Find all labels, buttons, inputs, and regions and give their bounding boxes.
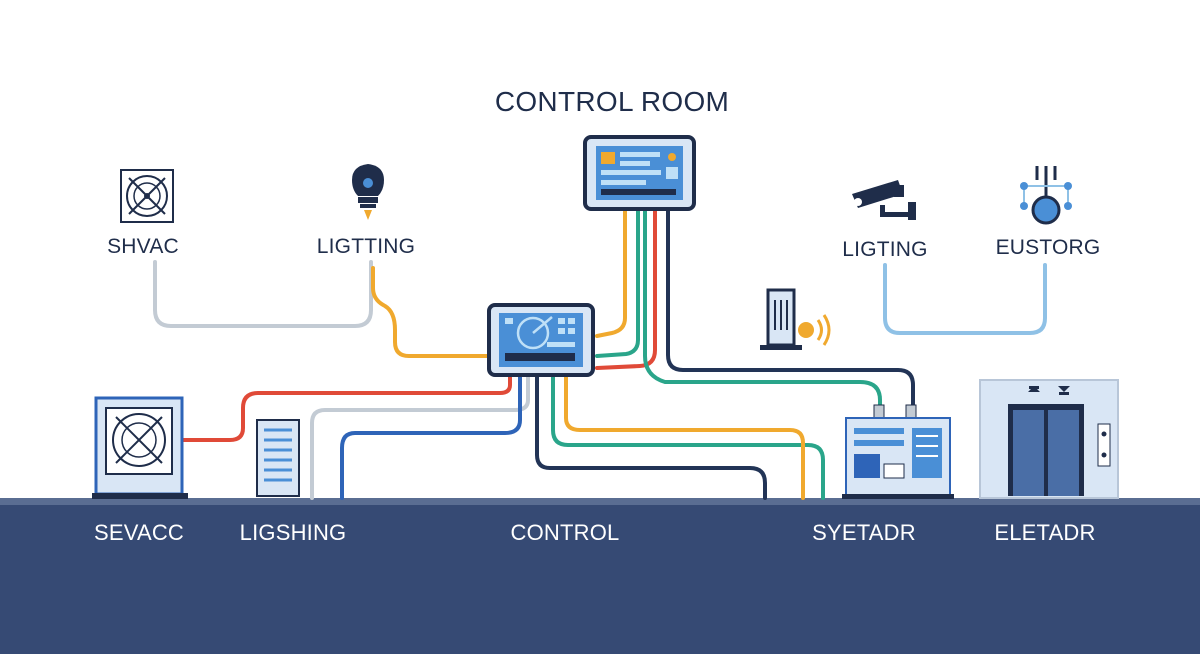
cable-navy-down xyxy=(535,373,767,500)
lighting-right-top-label: LIGTING xyxy=(842,238,928,261)
hvac-top-label: SHVAC xyxy=(107,235,179,258)
cable-orange-down xyxy=(564,373,805,500)
wireless-router-icon xyxy=(760,288,831,350)
floor-band xyxy=(0,503,1200,654)
diagram-title: CONTROL ROOM xyxy=(494,86,730,117)
central-panel-icon xyxy=(487,303,595,377)
lighting-bottom-label: LIGSHING xyxy=(239,520,347,545)
cable-gray-lighting xyxy=(310,373,530,500)
fan-icon xyxy=(120,169,174,223)
security-camera-icon xyxy=(852,180,916,220)
elevator-icon xyxy=(979,379,1119,499)
control-panel-icon xyxy=(583,135,696,211)
light-bulb-icon xyxy=(352,164,384,220)
system-bottom-label: SYETADR xyxy=(812,520,916,545)
hvac-unit-icon xyxy=(92,396,188,499)
network-storage-icon xyxy=(1020,166,1072,225)
elevator-bottom-label: ELETADR xyxy=(994,520,1096,545)
lighting-panel-link xyxy=(371,266,492,358)
storage-top-label: EUSTORG xyxy=(995,236,1101,259)
cable-red-hvac xyxy=(181,373,512,442)
cable-green-2 xyxy=(643,208,882,422)
cable-green-1 xyxy=(595,208,640,358)
hvac-bottom-label: SEVACC xyxy=(93,520,185,545)
cable-navy-1 xyxy=(666,208,915,422)
cable-blue-lighting xyxy=(340,373,522,500)
control-bottom-label: CONTROL xyxy=(510,520,620,545)
lighting-tower-icon xyxy=(256,419,300,497)
hvac-lighting-link xyxy=(153,260,373,328)
cable-green-down xyxy=(551,373,825,500)
lighting-left-top-label: LIGTTING xyxy=(316,235,416,258)
floor-edge xyxy=(0,498,1200,505)
cable-red-1 xyxy=(595,208,657,370)
server-rack-icon xyxy=(842,404,954,499)
camera-storage-link xyxy=(883,263,1047,335)
cable-orange-1 xyxy=(595,208,627,338)
